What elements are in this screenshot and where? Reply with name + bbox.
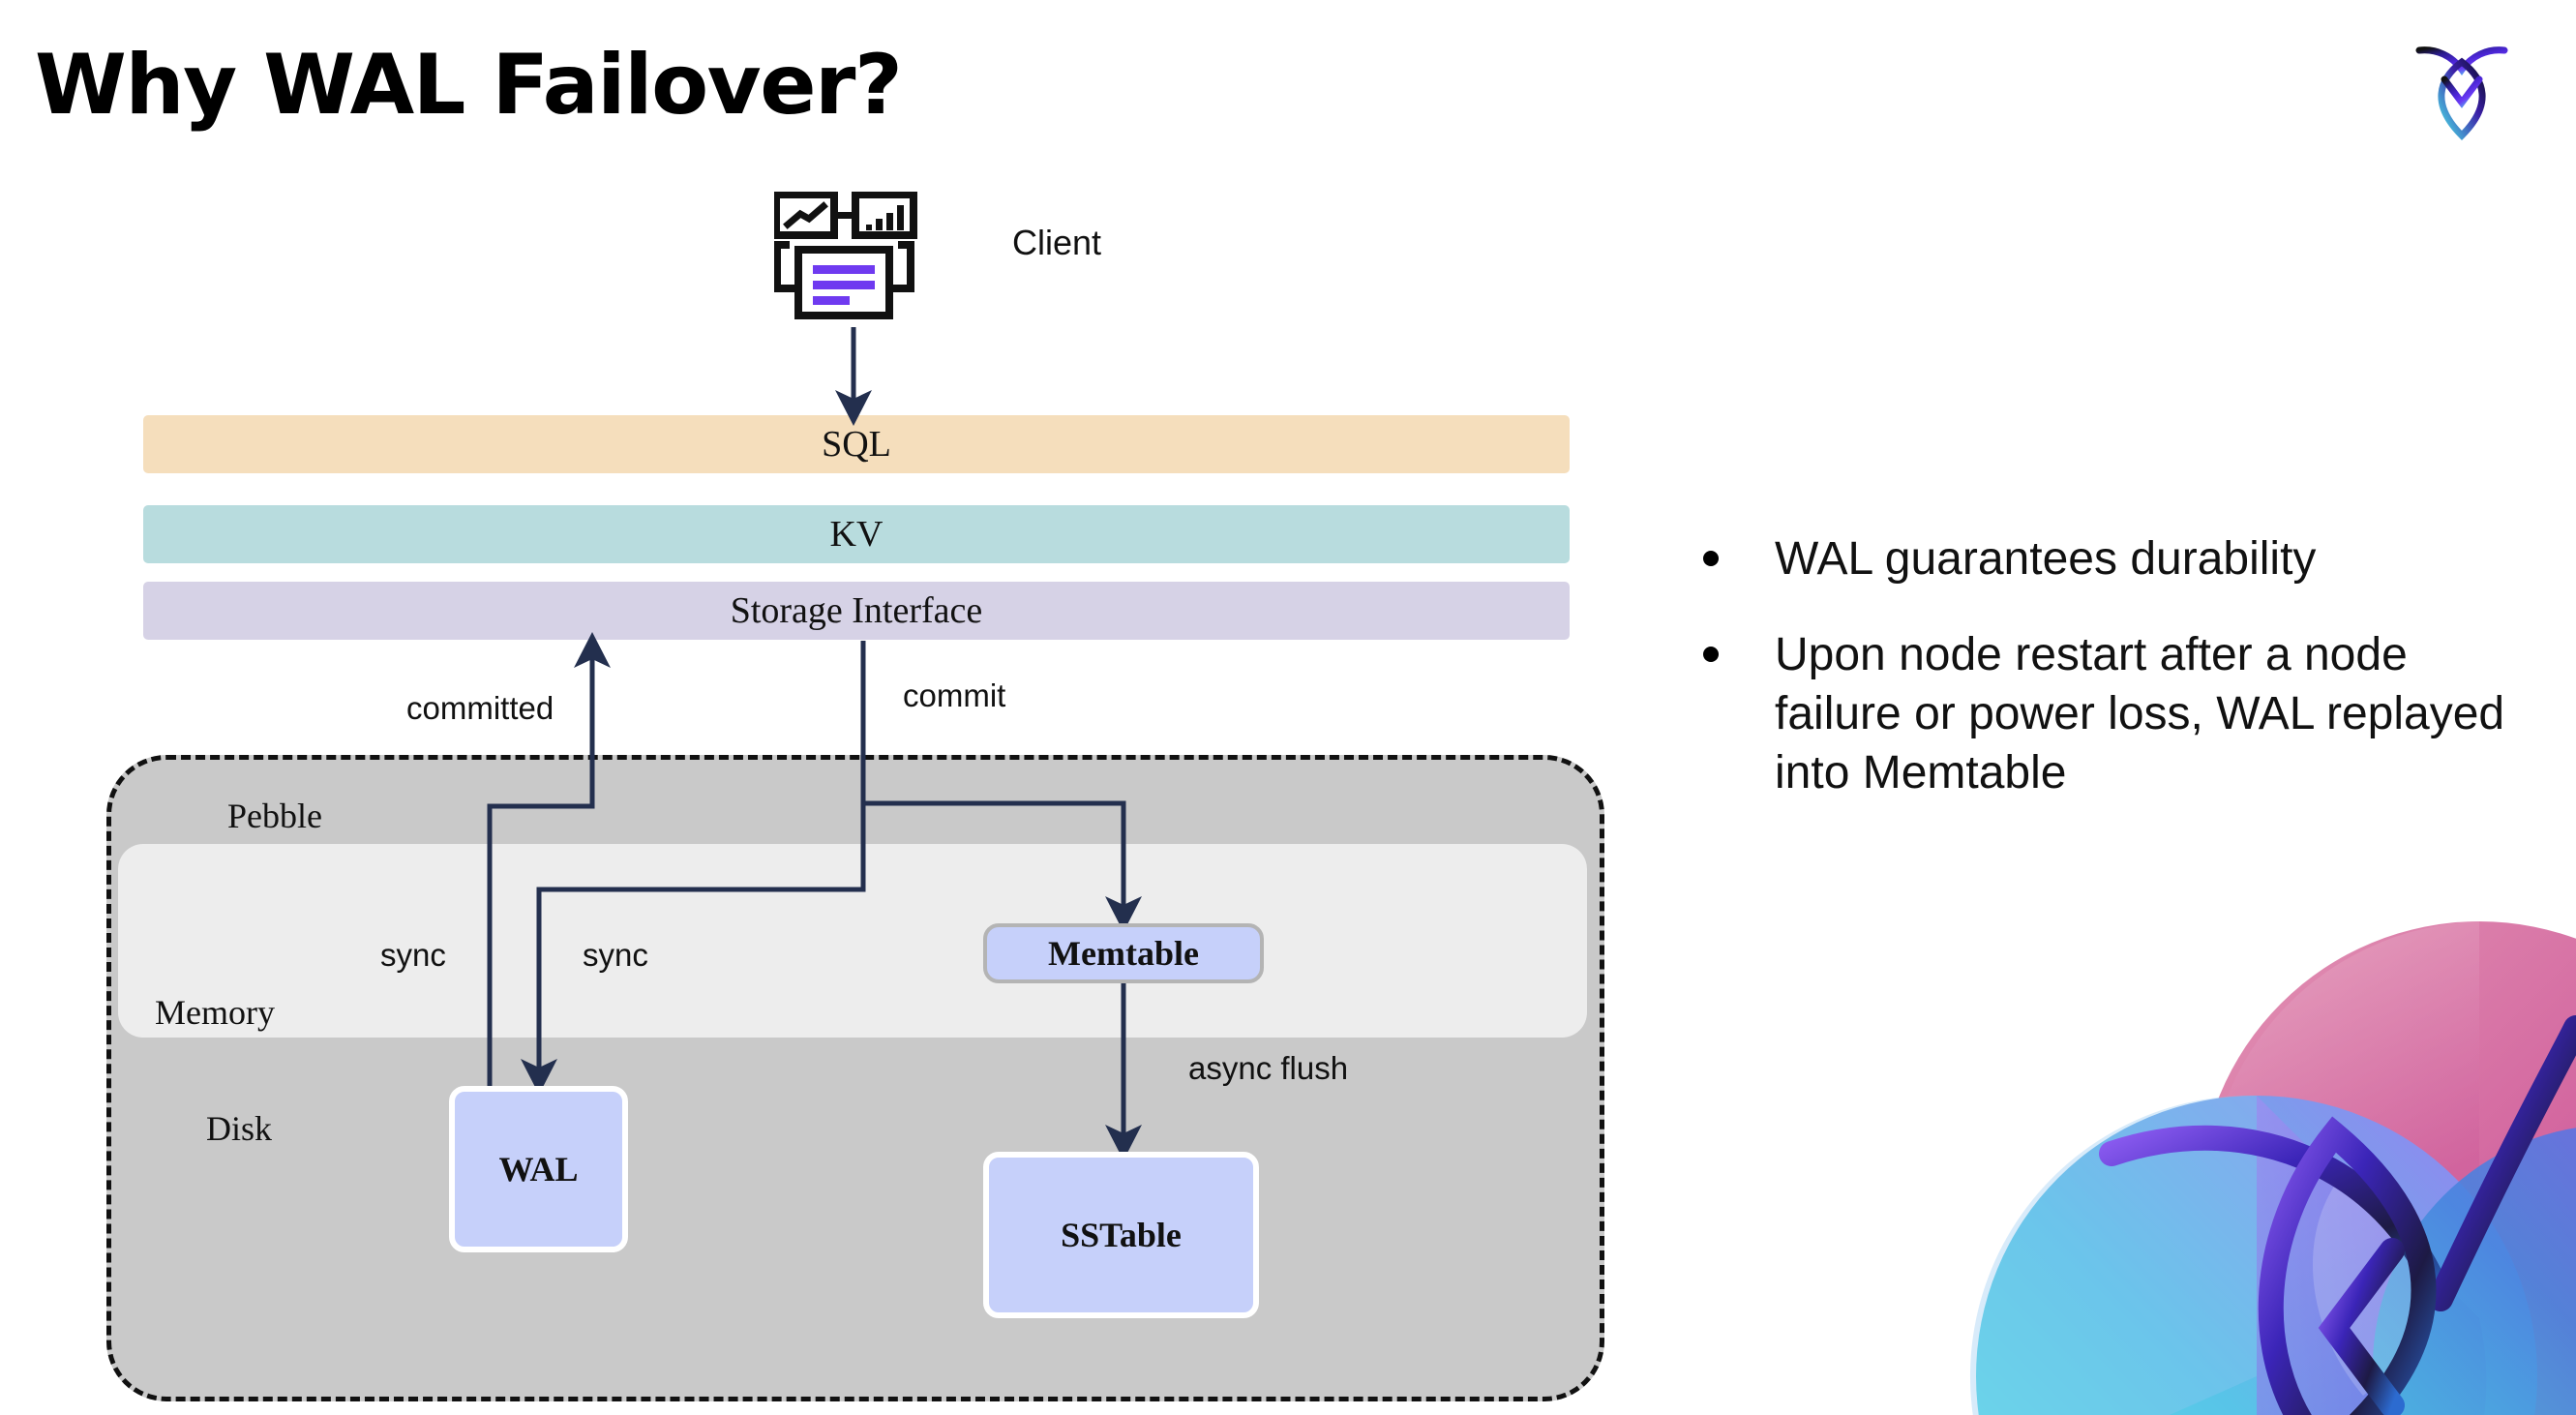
pebble-label: Pebble [227, 797, 322, 835]
flow-label-async-flush: async flush [1188, 1050, 1349, 1086]
node-box-memtable: Memtable [983, 923, 1264, 983]
flow-label-sync-right: sync [583, 937, 648, 973]
page-title: Why WAL Failover? [35, 37, 903, 134]
flow-label-sync-left: sync [380, 937, 446, 973]
bullet-dot-icon [1703, 646, 1719, 662]
cockroach-decorative-spheres-icon [1937, 912, 2576, 1415]
disk-label: Disk [206, 1109, 273, 1148]
bullet-text: WAL guarantees durability [1775, 533, 2317, 585]
list-item: WAL guarantees durability [1703, 530, 2506, 589]
client-label: Client [1012, 223, 1102, 262]
bullet-list: WAL guarantees durability Upon node rest… [1703, 530, 2506, 840]
cockroach-logo-icon [2411, 31, 2512, 143]
bullet-text: Upon node restart after a node failure o… [1775, 628, 2505, 798]
node-box-sstable: SSTable [983, 1152, 1259, 1318]
memory-panel [118, 844, 1587, 1038]
memory-label: Memory [155, 993, 275, 1032]
node-box-wal: WAL [449, 1086, 628, 1252]
layer-bar-kv: KV [143, 505, 1570, 563]
flow-label-commit: commit [903, 677, 1006, 713]
bullet-dot-icon [1703, 551, 1719, 566]
client-dashboard-icon [772, 191, 929, 327]
layer-bar-storage-interface: Storage Interface [143, 582, 1570, 640]
layer-bar-sql: SQL [143, 415, 1570, 473]
flow-label-committed: committed [406, 690, 554, 726]
list-item: Upon node restart after a node failure o… [1703, 626, 2506, 803]
